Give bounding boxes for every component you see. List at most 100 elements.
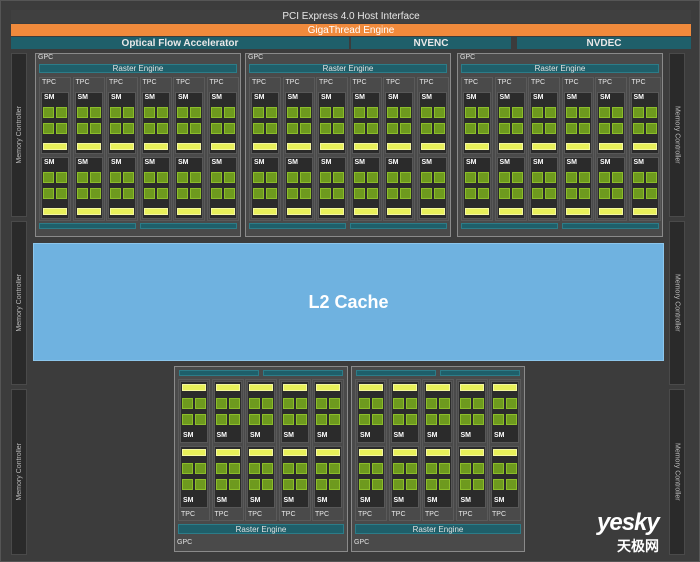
tensor-core	[459, 449, 484, 456]
cuda-core	[387, 188, 398, 199]
sm-block	[491, 446, 519, 508]
cuda-core	[420, 172, 432, 183]
cuda-core	[392, 463, 404, 474]
sm-label: SM	[354, 94, 366, 101]
cuda-core	[110, 107, 121, 118]
tpc-block	[106, 77, 138, 221]
sm-label: SM	[254, 159, 265, 166]
cuda-core	[511, 172, 523, 183]
tensor-core	[359, 449, 383, 456]
tensor-core	[426, 449, 450, 456]
sm-block	[213, 446, 242, 508]
cuda-core	[333, 172, 344, 183]
cuda-core	[439, 414, 450, 425]
cuda-core	[426, 479, 437, 490]
tpc-block	[178, 379, 210, 521]
cuda-core	[359, 398, 370, 409]
sm-block	[280, 446, 309, 508]
sm-block	[180, 446, 208, 508]
sm-block	[457, 446, 486, 508]
cuda-core	[578, 107, 590, 118]
cuda-core	[182, 479, 193, 490]
cuda-core	[645, 107, 657, 118]
tpc-label: TPC	[281, 511, 296, 518]
cuda-core	[578, 188, 590, 199]
sm-block	[213, 381, 242, 443]
tpc-label: TPC	[464, 79, 478, 86]
cuda-core	[472, 398, 484, 409]
memory-controller-label: Memory Controller	[15, 106, 23, 164]
tpc-block	[355, 379, 387, 521]
sm-block	[457, 381, 486, 443]
cuda-core	[195, 398, 206, 409]
cuda-core	[156, 123, 168, 134]
cuda-core	[645, 188, 657, 199]
cuda-core	[632, 123, 644, 134]
sm-label: SM	[283, 497, 295, 504]
cuda-core	[282, 414, 294, 425]
sm-block	[280, 381, 309, 443]
tpc-label: TPC	[42, 79, 56, 86]
raster-engine: Raster Engine	[461, 64, 659, 73]
tpc-block	[416, 77, 449, 221]
cuda-core	[190, 107, 201, 118]
cuda-core	[400, 172, 411, 183]
gpc-label: GPC	[460, 54, 476, 61]
tpc-label: TPC	[319, 79, 333, 86]
sm-block	[180, 381, 208, 443]
cuda-core	[282, 398, 294, 409]
tpc-block	[245, 379, 277, 521]
raster-engine: Raster Engine	[39, 64, 237, 73]
gpc-label: GPC	[177, 539, 193, 546]
cuda-core	[210, 172, 222, 183]
tensor-core	[76, 143, 101, 150]
tensor-core	[493, 384, 517, 391]
cuda-core	[89, 172, 101, 183]
cuda-core	[266, 172, 277, 183]
tpc-block	[461, 77, 493, 221]
cuda-core	[632, 107, 644, 118]
cuda-core	[210, 188, 222, 199]
tpc-label: TPC	[391, 511, 406, 518]
sm-block	[390, 381, 419, 443]
nvdec-label: NVDEC	[586, 37, 622, 49]
cuda-core	[439, 398, 450, 409]
tpc-block	[312, 379, 344, 521]
cuda-core	[299, 107, 311, 118]
cuda-core	[387, 172, 398, 183]
memory-controller: Memory Controller	[11, 221, 27, 385]
cuda-core	[400, 107, 411, 118]
memory-controller-label: Memory Controller	[15, 443, 23, 501]
cuda-core	[439, 463, 450, 474]
cuda-core	[392, 479, 404, 490]
cuda-core	[578, 172, 590, 183]
cuda-core	[43, 123, 54, 134]
tpc-label: TPC	[631, 79, 646, 86]
tpc-block	[455, 379, 488, 521]
cuda-core	[372, 398, 383, 409]
cuda-core	[228, 463, 240, 474]
cuda-core	[195, 479, 206, 490]
tpc-label: TPC	[598, 79, 612, 86]
cuda-core	[333, 188, 344, 199]
sm-label: SM	[393, 497, 405, 504]
cuda-core	[249, 463, 260, 474]
tensor-core	[282, 449, 307, 456]
tpc-block	[278, 379, 311, 521]
sm-label: SM	[317, 497, 328, 504]
tensor-core	[599, 143, 623, 150]
sm-label: SM	[360, 432, 371, 439]
cuda-core	[56, 107, 67, 118]
cuda-core	[253, 188, 264, 199]
tpc-label: TPC	[315, 511, 329, 518]
sm-label: SM	[178, 94, 189, 101]
tensor-core	[43, 143, 67, 150]
sm-label: SM	[44, 159, 55, 166]
tensor-core	[387, 208, 411, 215]
memory-controller-label: Memory Controller	[673, 443, 681, 501]
cuda-core	[400, 188, 411, 199]
tensor-core	[215, 449, 240, 456]
tpc-block	[349, 77, 382, 221]
cuda-core	[316, 398, 327, 409]
cuda-core	[565, 172, 577, 183]
